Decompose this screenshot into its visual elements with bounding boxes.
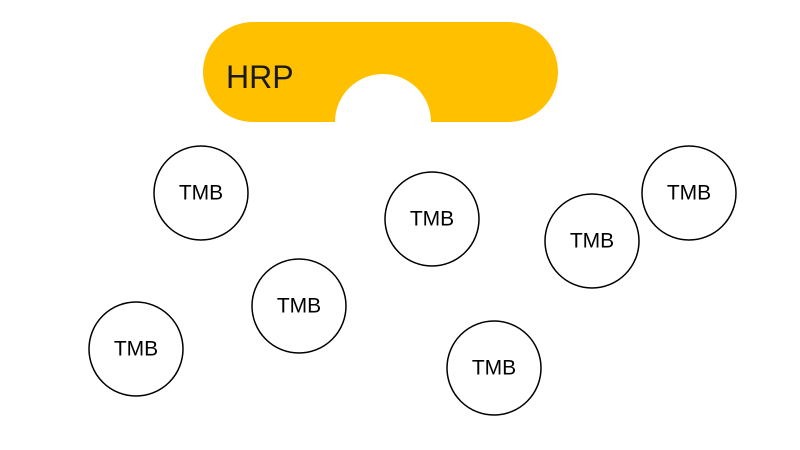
tmb-circle — [446, 320, 542, 416]
tmb-label: TMB — [277, 295, 321, 318]
tmb-molecule: TMB — [88, 301, 184, 397]
tmb-molecule: TMB — [544, 193, 640, 289]
tmb-circle — [251, 258, 347, 354]
tmb-circle — [384, 171, 480, 267]
tmb-molecule: TMB — [153, 145, 249, 241]
tmb-molecule: TMB — [384, 171, 480, 267]
tmb-molecule: TMB — [641, 145, 737, 241]
hrp-enzyme: HRP — [203, 22, 558, 122]
tmb-molecule: TMB — [446, 320, 542, 416]
tmb-circle — [153, 145, 249, 241]
tmb-label: TMB — [179, 182, 223, 205]
tmb-label: TMB — [472, 357, 516, 380]
tmb-circle — [88, 301, 184, 397]
tmb-label: TMB — [667, 182, 711, 205]
tmb-molecule: TMB — [251, 258, 347, 354]
hrp-label: HRP — [226, 59, 294, 95]
tmb-circle — [544, 193, 640, 289]
tmb-circle — [641, 145, 737, 241]
tmb-label: TMB — [114, 338, 158, 361]
tmb-label: TMB — [410, 208, 454, 231]
hrp-shape — [203, 22, 558, 122]
tmb-label: TMB — [570, 230, 614, 253]
